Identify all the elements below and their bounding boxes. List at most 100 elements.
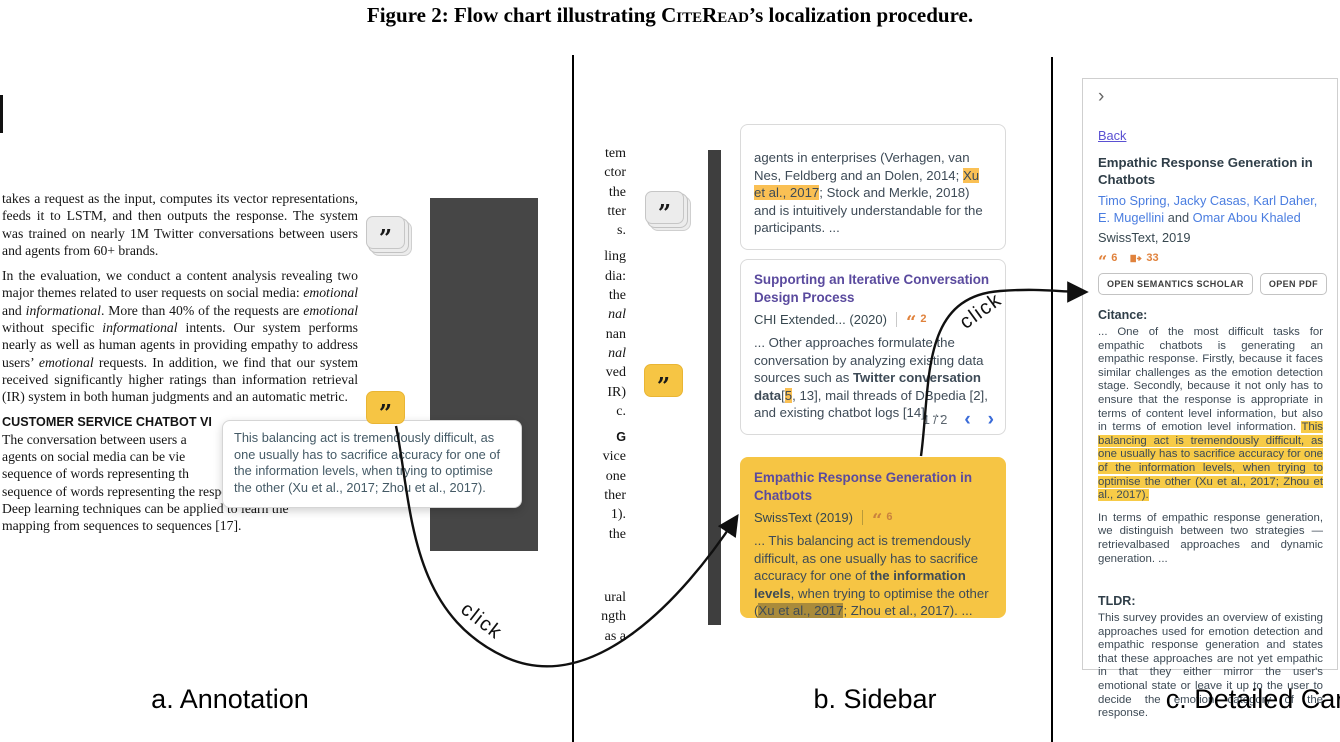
text-segment: Omar Abou Khaled [1192, 209, 1301, 225]
quote-icon: ” [378, 400, 393, 427]
annotation-quote-button-stack[interactable]: ” [645, 191, 684, 227]
text-line: ther [604, 488, 626, 504]
quote-count: 6 [886, 511, 893, 523]
text-line: nal [608, 345, 626, 361]
text-line: dia: [605, 268, 626, 284]
annotation-quote-button-active[interactable]: ” [644, 364, 683, 400]
sidebar-card-conversation-design[interactable]: Supporting an Iterative Conversation Des… [740, 259, 1006, 435]
text-line: ved [605, 365, 626, 381]
sidebar-card-snippet[interactable]: agents in enterprises (Verhagen, van Nes… [740, 124, 1006, 250]
sidebar-card-empathic-selected[interactable]: Empathic Response Generation in Chatbots… [740, 457, 1006, 618]
card-pagination: 1 / 2 ‹ › [923, 409, 994, 430]
next-page-icon[interactable]: › [987, 409, 994, 430]
card-snippet-text: ... This balancing act is tremendously d… [754, 532, 992, 620]
text-segment: , [1166, 193, 1174, 208]
meta-divider [861, 509, 863, 525]
text-line: The conversation between users a [2, 431, 187, 447]
prev-page-icon[interactable]: ‹ [964, 409, 971, 430]
card-title[interactable]: Empathic Response Generation in Chatbots [754, 470, 973, 503]
text-line: 1). [610, 507, 626, 523]
text-line: G [616, 430, 626, 445]
citance-text-continued: In terms of empathic response generation… [1098, 511, 1323, 565]
action-buttons: OPEN SEMANTICS SCHOLAR OPEN PDF [1098, 273, 1328, 295]
text-line: mapping from sequences to sequences [17]… [2, 518, 242, 534]
citance-text: ... One of the most difficult tasks for … [1098, 326, 1323, 503]
quote-icon: ” [657, 200, 672, 227]
text-segment: Karl Daher [1253, 193, 1314, 208]
text-segment: , [1246, 193, 1254, 208]
text-segment: E. Mugellini [1098, 209, 1165, 225]
card-snippet-text: ... Other approaches formulate the conve… [754, 334, 992, 422]
tooltip-text: This balancing act is tremendously diffi… [234, 430, 501, 495]
text-line: ural [604, 589, 626, 605]
citation-tooltip: This balancing act is tremendously diffi… [222, 420, 522, 508]
paper-paragraph-1: takes a request as the input, computes i… [2, 191, 358, 258]
text-line: Deep learning techniques can be applied … [2, 501, 289, 517]
collapse-chevron-icon[interactable]: › [1098, 86, 1105, 107]
text-segment: without specific [2, 320, 103, 336]
text-line: CUSTOMER SERVICE CHATBOT VI [2, 414, 212, 429]
text-line: as a [604, 628, 626, 644]
card-meta: SwissText (2019) “ 6 [754, 507, 992, 531]
text-segment: In the evaluation, we conduct a content … [2, 268, 358, 301]
text-line: c. [616, 403, 626, 419]
text-segment: , [1313, 193, 1318, 208]
text-segment: informational [102, 320, 178, 336]
text-line: ngth [601, 609, 626, 625]
panel-a-caption: a. Annotation [151, 684, 309, 714]
text-segment: emotional [38, 354, 94, 370]
detailed-card: › Back Empathic Response Generation in C… [1082, 78, 1338, 719]
citance-label: Citance: [1098, 308, 1148, 322]
figure-title-suffix: ’s localization procedure. [748, 3, 974, 27]
annotation-quote-button-active[interactable]: ” [366, 391, 405, 427]
text-line: one [605, 468, 626, 484]
text-segment: . More than 40% of the requests are [100, 302, 304, 318]
paper-paragraph-2: In the evaluation, we conduct a content … [2, 267, 358, 405]
quote-count-icon: “ [871, 510, 883, 531]
quote-count-icon: “ [1098, 252, 1108, 271]
quote-icon: ” [378, 225, 393, 252]
text-segment: and [2, 302, 26, 318]
text-segment: Jacky Casas [1173, 193, 1247, 208]
open-pdf-button[interactable]: OPEN PDF [1259, 273, 1328, 295]
card-venue: CHI Extended... (2020) [754, 311, 887, 327]
paper-title: Empathic Response Generation in Chatbots [1098, 155, 1313, 187]
panel-divider-bc [1051, 57, 1053, 742]
open-semantic-scholar-button[interactable]: OPEN SEMANTICS SCHOLAR [1098, 273, 1253, 295]
text-segment: , when trying to optimise the other ( [754, 585, 989, 619]
text-segment: Timo Spring [1098, 193, 1167, 208]
panel-c-caption: c. Detailed Card [1165, 684, 1340, 714]
venue-year: SwissText, 2019 [1098, 230, 1191, 245]
text-line: agents on social media can be vie [2, 449, 186, 465]
text-segment: ... One of the most difficult tasks for … [1098, 326, 1323, 434]
card-snippet-text: agents in enterprises (Verhagen, van Nes… [754, 149, 992, 237]
card-title[interactable]: Supporting an Iterative Conversation Des… [754, 272, 990, 305]
back-link[interactable]: Back [1098, 128, 1127, 143]
text-segment: This balancing act is tremendously diffi… [1098, 421, 1323, 502]
text-line: vice [602, 449, 626, 465]
click-annotation-label: click [456, 598, 507, 645]
brand-name: CiteRead [661, 3, 749, 27]
page-edge-mark [0, 95, 3, 133]
text-segment: ; Zhou et al., 2017). ... [843, 603, 973, 618]
quote-count-icon: “ [905, 312, 917, 333]
author-list[interactable]: Timo Spring, Jacky Casas, Karl Daher, E.… [1098, 193, 1323, 226]
quote-count: 2 [920, 313, 927, 325]
citation-count: 33 [1146, 252, 1159, 264]
figure-title-prefix: Figure 2: Flow chart illustrating [366, 3, 662, 27]
text-segment: emotional [303, 302, 358, 318]
text-segment: requests. In addition, we find that our … [2, 354, 358, 405]
panel-b-caption: b. Sidebar [813, 684, 937, 714]
text-segment: and [1164, 209, 1193, 225]
quote-icon: ” [656, 373, 671, 400]
text-segment: agents in enterprises (Verhagen, van Nes… [754, 150, 970, 183]
text-line: ling [604, 249, 626, 265]
text-segment: emotional [303, 285, 358, 301]
sidebar-scrollbar[interactable] [708, 150, 721, 625]
text-segment: 5 [784, 387, 793, 403]
card-venue: SwissText (2019) [754, 509, 853, 525]
annotation-quote-button-stack[interactable]: ” [366, 216, 405, 252]
card-meta: CHI Extended... (2020) “ 2 [754, 309, 992, 333]
